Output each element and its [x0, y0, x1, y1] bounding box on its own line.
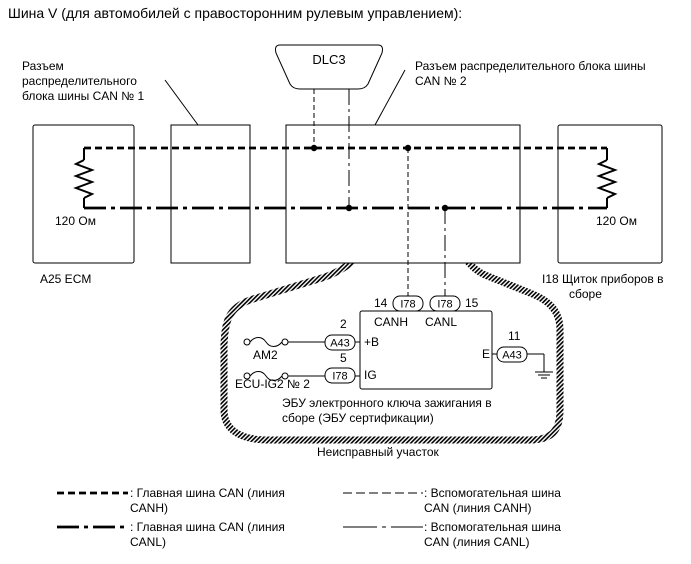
- jb1-leader-line: [164, 79, 199, 126]
- legend-main-canl-text: : Главная шина CAN (линия CANL): [130, 520, 288, 549]
- jb2-box: [285, 124, 521, 264]
- a25-ecm-label: A25 ECM: [40, 272, 91, 286]
- ecu-ig2-label: ECU-IG2 № 2: [235, 377, 310, 391]
- dlc3-connector: [275, 44, 383, 90]
- jb2-label: Разъем распределительного блока шины CAN…: [415, 59, 649, 88]
- jb1-box: [170, 124, 251, 264]
- diagram-title: Шина V (для автомобилей с правосторонним…: [8, 5, 462, 21]
- pin-14-label: 14: [374, 296, 388, 310]
- i78-ig-connector-label: I78: [332, 371, 347, 383]
- right-resistor: [596, 148, 618, 208]
- junction-dot: [441, 204, 449, 212]
- i78-canl-connector-label: I78: [437, 299, 452, 311]
- am2-label: AM2: [253, 348, 278, 362]
- certification-ecu-box: [359, 310, 493, 390]
- canh-pin-label: CANH: [374, 315, 408, 329]
- legend-main-canh-text: : Главная шина CAN (линия CANH): [130, 486, 288, 515]
- pin-15-label: 15: [465, 296, 479, 310]
- junction-dot: [310, 144, 318, 152]
- junction-dot: [345, 204, 353, 212]
- left-resistor-label: 120 Ом: [55, 214, 96, 228]
- dlc3-label: DLC3: [312, 52, 345, 67]
- legend-sub-canl-text: : Вспомогательная шина CAN (линия CANL): [424, 520, 564, 549]
- pin-2-label: 2: [340, 317, 347, 331]
- junction-dot: [404, 144, 412, 152]
- i78-canh-connector-label: I78: [400, 299, 415, 311]
- e-pin-label: E: [482, 347, 490, 361]
- i18-meter-label: I18 Щиток приборов в сборе: [542, 272, 667, 301]
- legend-sub-canh-text: : Вспомогательная шина CAN (линия CANH): [424, 486, 564, 515]
- right-resistor-label: 120 Ом: [596, 214, 637, 228]
- canl-pin-label: CANL: [425, 315, 457, 329]
- a25-ecm-box: [32, 124, 135, 264]
- am2-fuse: [243, 337, 325, 347]
- certification-ecu-name: ЭБУ электронного ключа зажигания в сборе…: [282, 396, 495, 425]
- plus-b-pin-label: +B: [364, 335, 379, 349]
- i18-meter-box: [557, 124, 663, 264]
- ig-pin-label: IG: [364, 368, 377, 382]
- pin-5-label: 5: [340, 351, 347, 365]
- jb1-label: Разъем распределительного блока шины CAN…: [22, 59, 144, 103]
- ecu-ig2-fuse: [243, 371, 325, 381]
- left-resistor: [73, 148, 95, 208]
- i78-canl-connector: [429, 295, 461, 312]
- jb2-leader-line: [374, 69, 406, 126]
- legend: : Главная шина CAN (линия CANH) : Вспомо…: [57, 486, 564, 549]
- ground-icon: [527, 353, 553, 379]
- a43-b-connector-label: A43: [330, 338, 350, 350]
- i78-canh-connector: [392, 295, 424, 312]
- pin-11-label: 11: [508, 329, 521, 343]
- a43-e-connector-label: A43: [502, 350, 522, 362]
- faulty-area-label: Неисправный участок: [317, 445, 440, 459]
